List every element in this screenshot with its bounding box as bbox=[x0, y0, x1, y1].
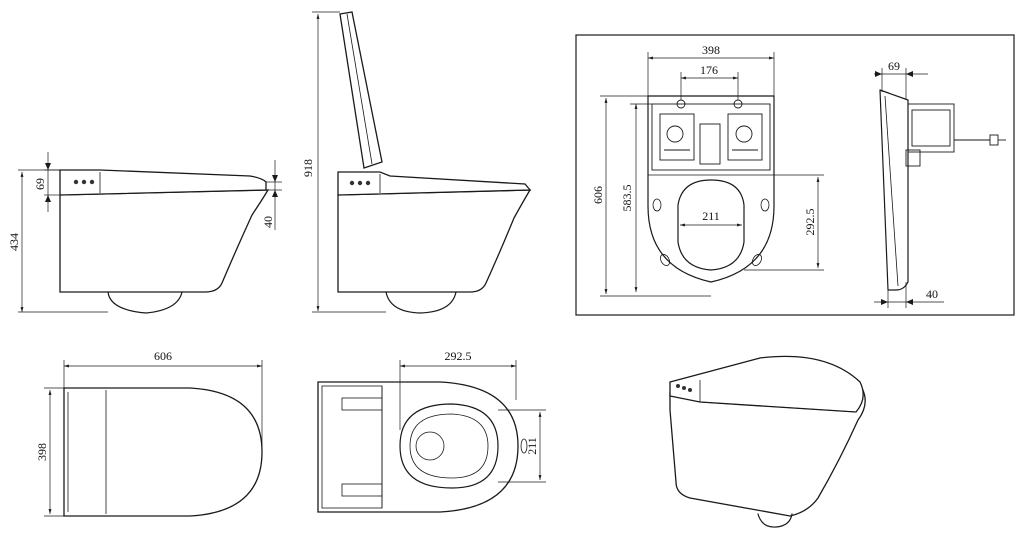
perspective-view bbox=[669, 355, 866, 528]
dim-398-top: 398 bbox=[35, 443, 49, 461]
dim-583-5: 583.5 bbox=[620, 185, 634, 212]
dim-292-5-panel: 292.5 bbox=[803, 209, 817, 236]
dim-211-panel: 211 bbox=[702, 209, 720, 223]
dim-398-panel: 398 bbox=[702, 43, 720, 57]
bottom-view: 292.5 211 bbox=[317, 349, 546, 513]
dim-606-panel: 606 bbox=[591, 186, 605, 204]
dim-918: 918 bbox=[301, 159, 315, 177]
dim-292-5-bottom: 292.5 bbox=[445, 349, 472, 363]
dim-40-mount: 40 bbox=[926, 287, 938, 301]
dim-176: 176 bbox=[700, 63, 718, 77]
mounting-detail-panel: 398 176 606 583.5 211 292.5 bbox=[575, 34, 1015, 316]
dim-69-mount: 69 bbox=[888, 59, 900, 73]
dim-211-bottom: 211 bbox=[525, 437, 539, 455]
dim-40: 40 bbox=[261, 216, 275, 228]
top-view: 606 398 bbox=[35, 349, 263, 517]
dim-606-top: 606 bbox=[154, 349, 172, 363]
side-view-lid-closed: 434 69 40 bbox=[7, 152, 282, 314]
dim-434: 434 bbox=[7, 233, 21, 251]
dim-69: 69 bbox=[33, 178, 47, 190]
side-view-lid-open: 918 bbox=[301, 11, 532, 314]
